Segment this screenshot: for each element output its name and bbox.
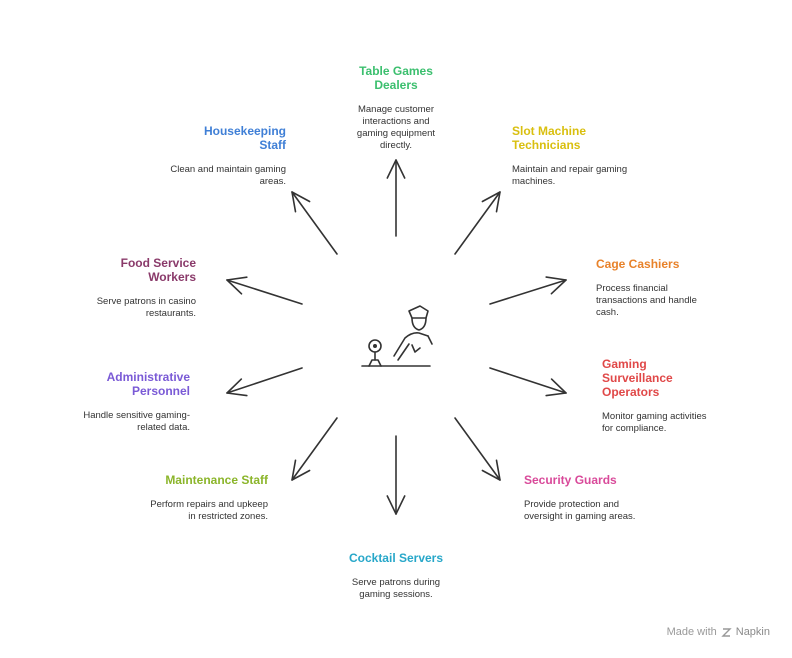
node-title: Cocktail Servers bbox=[348, 551, 444, 565]
arrow-gaming-surveillance-operators bbox=[489, 367, 567, 397]
node-description: Provide protection and oversight in gami… bbox=[524, 499, 636, 522]
arrow-security-guards bbox=[454, 417, 501, 481]
arrow-cage-cashiers bbox=[489, 276, 567, 305]
arrow-maintenance-staff bbox=[291, 417, 338, 481]
arrow-table-games-dealers bbox=[386, 159, 406, 237]
node-description: Process financial transactions and handl… bbox=[596, 283, 697, 318]
node-title: Security Guards bbox=[524, 473, 617, 487]
node-description: Clean and maintain gaming areas. bbox=[170, 164, 286, 187]
node-description: Maintain and repair gaming machines. bbox=[512, 164, 628, 187]
watermark-brand: Napkin bbox=[735, 626, 770, 638]
node-title: Housekeeping Staff bbox=[203, 124, 286, 152]
node-title: Table Games Dealers bbox=[359, 64, 433, 92]
watermark-prefix: Made with bbox=[666, 626, 717, 638]
node-title: Administrative Personnel bbox=[106, 370, 190, 398]
casino-staff-icon bbox=[361, 305, 433, 367]
node-description: Monitor gaming activities for compliance… bbox=[602, 411, 707, 434]
arrow-housekeeping-staff bbox=[291, 191, 338, 255]
arrow-food-service-workers bbox=[226, 276, 303, 305]
node-description: Serve patrons during gaming sessions. bbox=[351, 577, 441, 600]
node-description: Serve patrons in casino restaurants. bbox=[96, 296, 196, 319]
node-description: Perform repairs and upkeep in restricted… bbox=[150, 499, 268, 522]
node-title: Cage Cashiers bbox=[596, 257, 680, 271]
node-description: Handle sensitive gaming-related data. bbox=[83, 410, 190, 433]
node-title: Gaming Surveillance Operators bbox=[602, 357, 673, 399]
arrow-cocktail-servers bbox=[386, 435, 406, 515]
arrow-administrative-personnel bbox=[226, 367, 303, 397]
napkin-watermark[interactable]: Made with Napkin bbox=[667, 626, 770, 638]
napkin-logo-icon bbox=[721, 627, 732, 637]
node-description: Manage customer interactions and gaming … bbox=[356, 104, 436, 151]
arrows bbox=[226, 159, 567, 515]
arrow-slot-machine-technicians bbox=[454, 191, 501, 255]
node-title: Maintenance Staff bbox=[165, 473, 268, 487]
node-title: Food Service Workers bbox=[120, 256, 196, 284]
node-title: Slot Machine Technicians bbox=[512, 124, 587, 152]
